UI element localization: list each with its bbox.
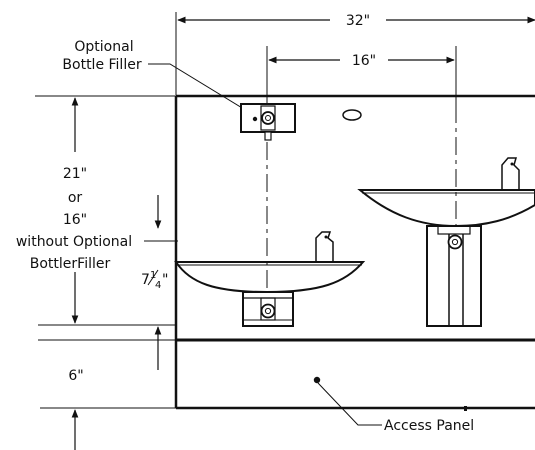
height-label-line2: or bbox=[68, 190, 83, 206]
svg-text:": " bbox=[162, 272, 168, 288]
access-panel-label: Access Panel bbox=[384, 418, 474, 434]
height-dimension: 21" or 16" without Optional BottlerFille… bbox=[16, 97, 178, 324]
height-label-line1: 21" bbox=[63, 166, 87, 182]
access-panel-tab bbox=[464, 406, 467, 411]
svg-text:1: 1 bbox=[150, 270, 156, 281]
height-label-line4: without Optional bbox=[16, 234, 132, 250]
bubbler-spacing-label: 16" bbox=[352, 53, 376, 69]
basin-height-label: 7 1 4 " bbox=[141, 269, 168, 291]
bottle-filler-callout: Optional Bottle Filler bbox=[62, 39, 258, 118]
upper-cabinet bbox=[174, 94, 535, 408]
low-basin bbox=[174, 261, 366, 294]
overall-width-label: 32" bbox=[346, 13, 370, 29]
bottle-filler-label-line1: Optional bbox=[74, 39, 133, 55]
high-bubbler-body bbox=[426, 225, 482, 327]
high-basin bbox=[357, 189, 535, 228]
overall-width-dimension: 32" bbox=[177, 13, 535, 29]
low-bubbler-body bbox=[242, 291, 294, 327]
bottle-filler-label-line2: Bottle Filler bbox=[62, 57, 141, 73]
low-bubbler-spout bbox=[315, 231, 334, 262]
high-bubbler-spout bbox=[501, 157, 520, 190]
height-label-line3: 16" bbox=[63, 212, 87, 228]
filler-sensor-oval bbox=[342, 109, 362, 121]
svg-text:7: 7 bbox=[141, 272, 150, 288]
extension-lines bbox=[35, 12, 457, 409]
center-lines bbox=[266, 105, 457, 305]
base-height-label: 6" bbox=[68, 368, 83, 384]
svg-text:4: 4 bbox=[155, 280, 161, 291]
access-panel-dot bbox=[313, 376, 321, 384]
basin-height-dimension: 7 1 4 " bbox=[141, 195, 168, 370]
lower-cabinet bbox=[176, 338, 535, 410]
bubbler-spacing-dimension: 16" bbox=[268, 53, 455, 69]
bottle-filler-unit bbox=[240, 103, 296, 141]
access-panel-callout: Access Panel bbox=[317, 382, 474, 434]
base-height-dimension: 6" bbox=[68, 368, 84, 450]
height-label-line5: BottlerFiller bbox=[30, 256, 111, 272]
